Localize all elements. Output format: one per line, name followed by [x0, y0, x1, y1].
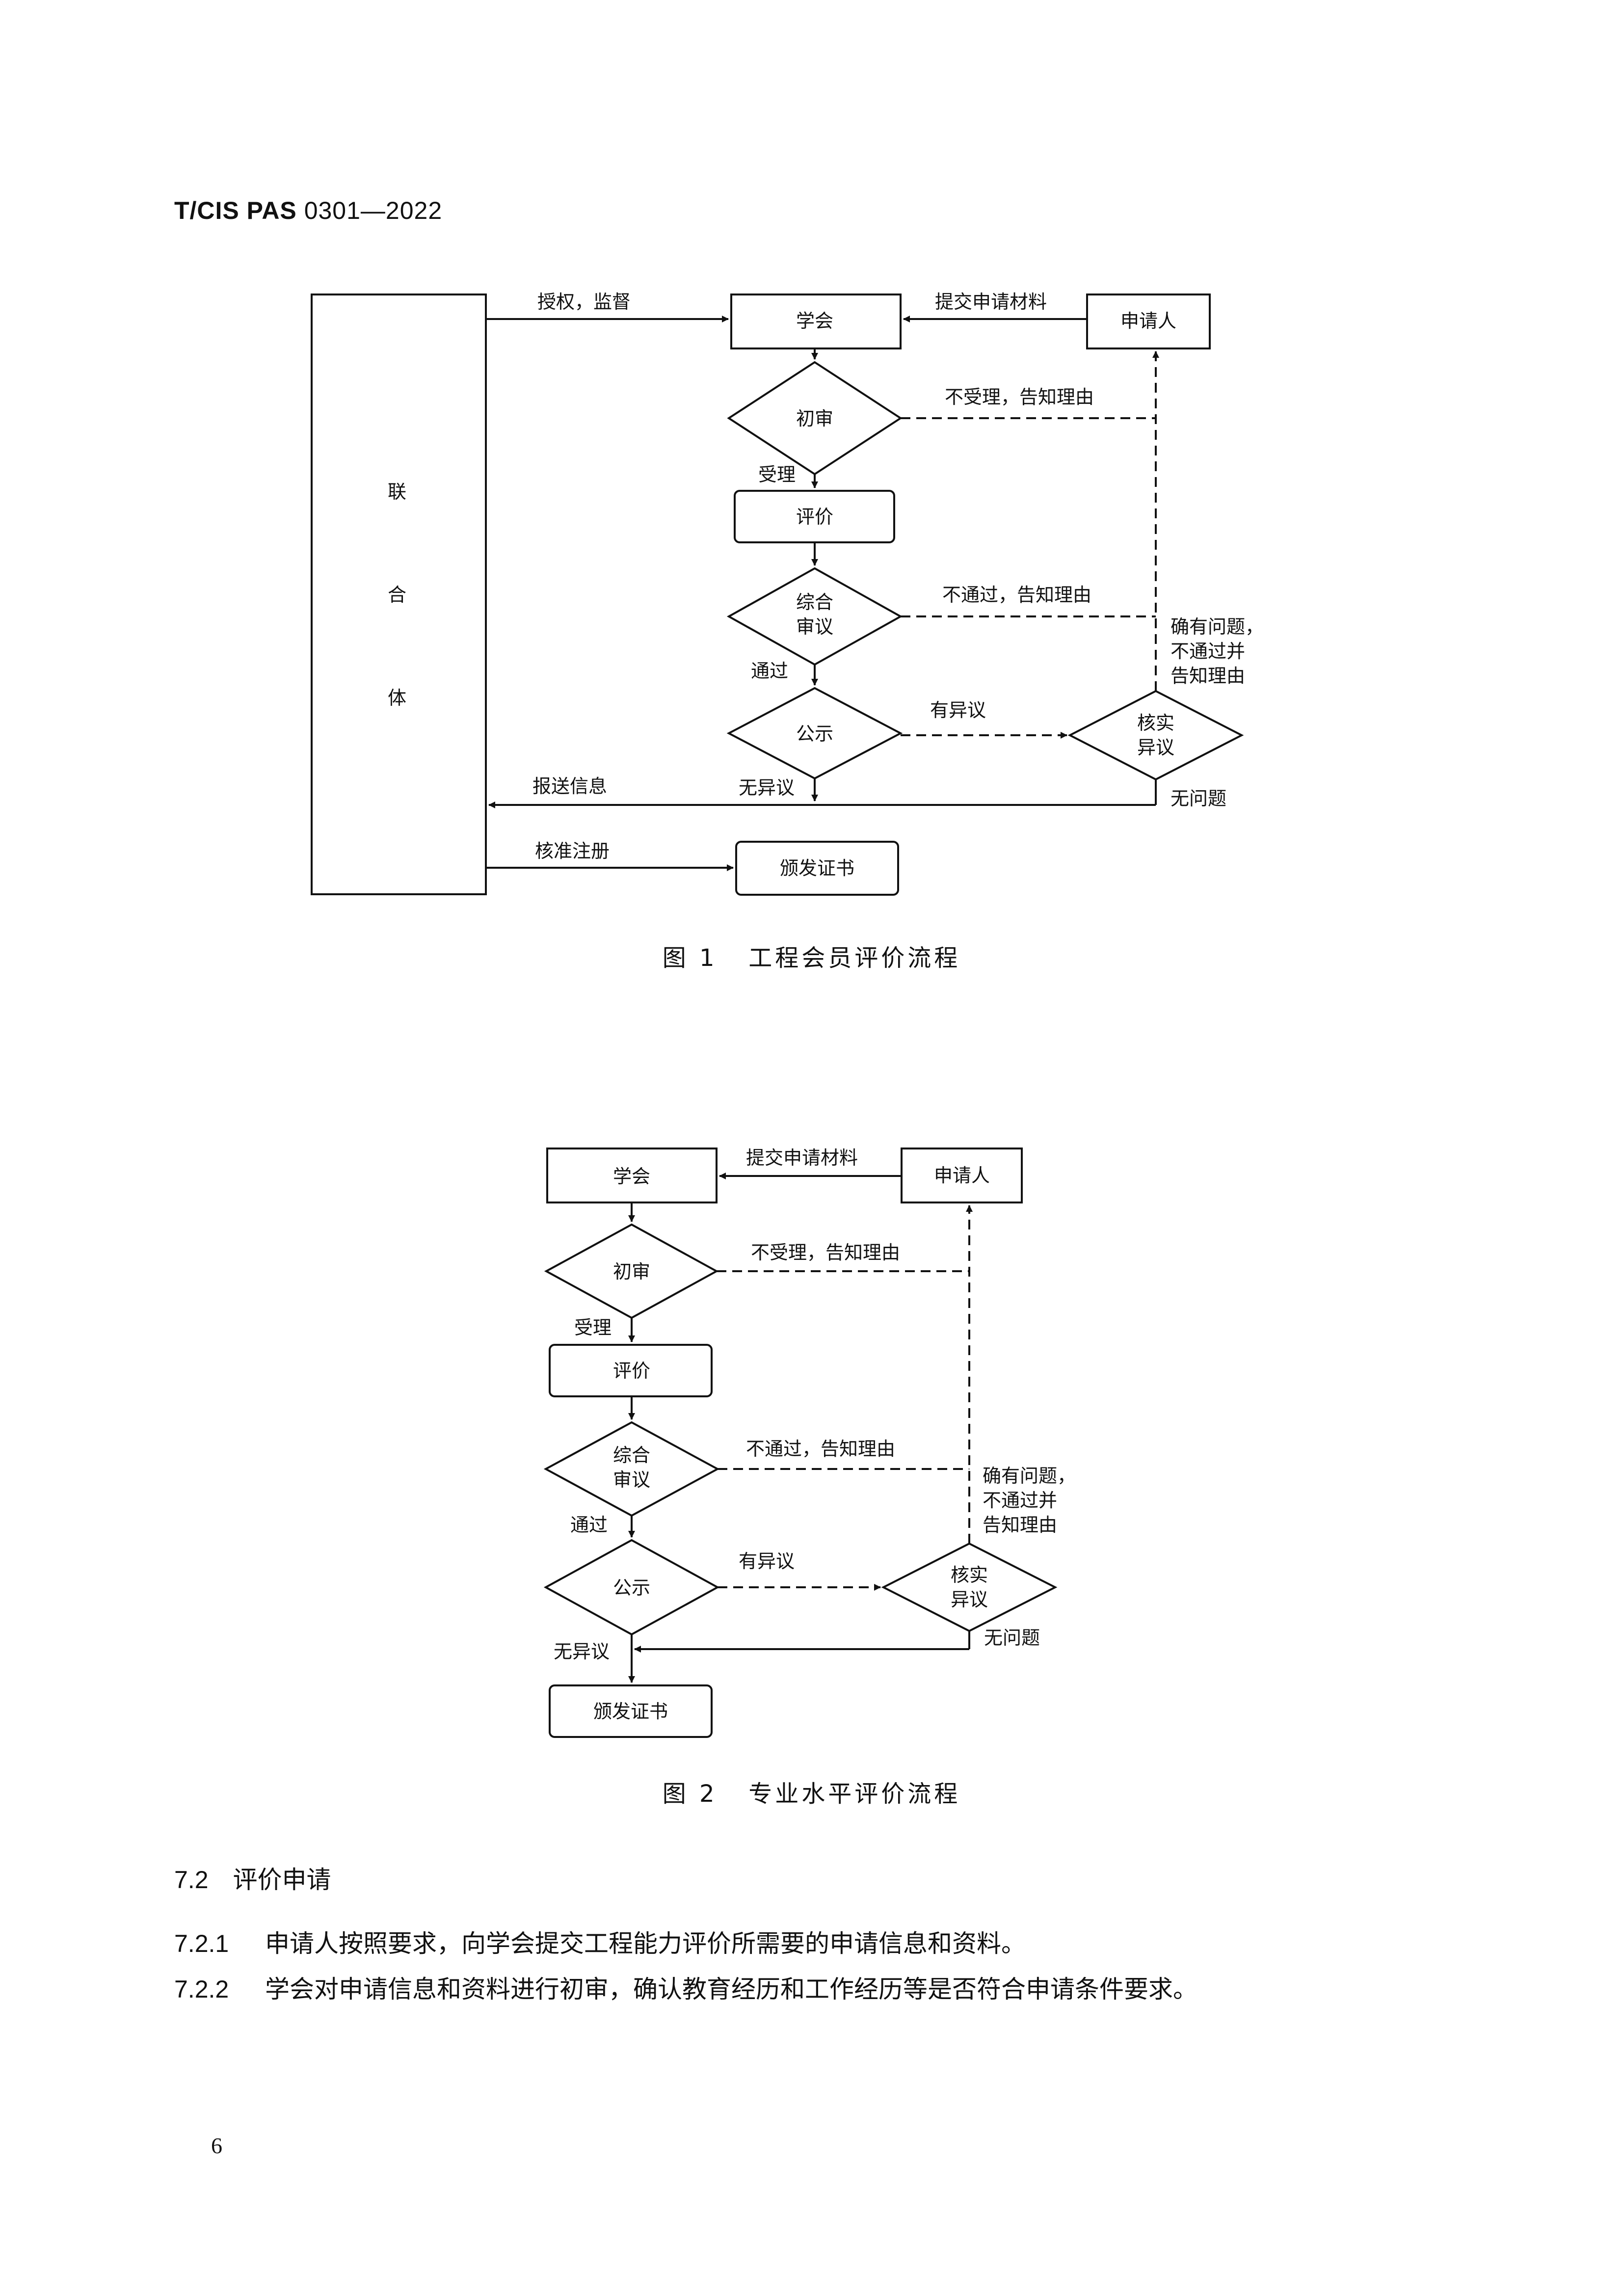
report-label: 报送信息	[532, 775, 607, 797]
alliance-char-1: 联	[388, 481, 406, 503]
no-problem-label: 无问题	[1171, 788, 1226, 809]
figure-2-flowchart: 学会 申请人 提交申请材料 初审 不受理，告知理由 受理 评价 综合 审议 不通…	[543, 1147, 1076, 1738]
no-objection-label: 无异议	[739, 777, 795, 799]
accept-label-2: 受理	[574, 1317, 612, 1338]
section-heading: 7.2 评价申请	[174, 1860, 331, 1896]
problem-label-1: 确有问题，	[1171, 616, 1264, 638]
applicant-label: 申请人	[1120, 310, 1176, 332]
society-label: 学会	[796, 310, 833, 332]
evaluate-label-2: 评价	[613, 1360, 650, 1382]
alliance-char-3: 体	[388, 687, 406, 709]
objection-label: 有异议	[930, 699, 986, 721]
submit-label: 提交申请材料	[935, 291, 1047, 313]
fail-label-2: 不通过，告知理由	[746, 1438, 895, 1460]
verify-label-2: 异议	[1137, 737, 1174, 758]
page-number: 6	[211, 2133, 222, 2158]
approve-label: 核准注册	[535, 840, 610, 862]
pass-label-2: 通过	[570, 1514, 608, 1536]
clause-text: 学会对申请信息和资料进行初审，确认教育经历和工作经历等是否符合申请条件要求。	[265, 1975, 1197, 2003]
reject-label-2: 不受理，告知理由	[751, 1242, 900, 1263]
clause-number: 7.2.2	[174, 1976, 229, 2003]
verify-label-1: 核实	[1137, 712, 1174, 734]
clause-number: 7.2.1	[174, 1930, 229, 1957]
figure-1-flowchart: 联 合 体 学会 申请人 提交申请材料 授权，监督 初审 不受理，告知理由 受理…	[311, 291, 1264, 896]
figure-1-caption: 图 1 工程会员评价流程	[0, 938, 1623, 973]
no-objection-label-2: 无异议	[554, 1641, 610, 1662]
applicant-box	[1086, 294, 1211, 349]
verify-objection-diamond-2	[881, 1542, 1058, 1632]
no-problem-label-2: 无问题	[984, 1627, 1040, 1649]
problem-label-2: 不通过并	[1171, 641, 1245, 662]
figure-1-title: 工程会员评价流程	[748, 944, 961, 972]
standard-id: T/CIS PAS 0301—2022	[174, 196, 442, 225]
society-label-2: 学会	[613, 1166, 650, 1187]
initial-review-label-2: 初审	[613, 1261, 650, 1282]
evaluate-label: 评价	[796, 506, 833, 528]
section-number: 7.2	[174, 1866, 209, 1894]
alliance-box	[311, 294, 487, 895]
authorize-label: 授权，监督	[537, 291, 631, 313]
verify-label-2-2: 异议	[951, 1589, 988, 1610]
problem-label-2-2: 不通过并	[983, 1490, 1057, 1511]
submit-label-2: 提交申请材料	[746, 1147, 858, 1169]
standard-id-number: 0301—2022	[304, 197, 443, 224]
figure-2-caption: 图 2 专业水平评价流程	[0, 1774, 1623, 1809]
clause-7-2-2: 7.2.2 学会对申请信息和资料进行初审，确认教育经历和工作经历等是否符合申请条件…	[174, 1970, 1197, 2005]
standard-id-prefix: T/CIS PAS	[174, 197, 297, 224]
accept-label: 受理	[758, 464, 796, 485]
verify-label-1-2: 核实	[951, 1564, 988, 1586]
pass-label: 通过	[751, 660, 788, 682]
figure-2-title: 专业水平评价流程	[748, 1780, 961, 1808]
section-title: 评价申请	[233, 1866, 331, 1894]
alliance-char-2: 合	[388, 584, 406, 606]
problem-label-1-2: 确有问题，	[983, 1465, 1076, 1487]
clause-text: 申请人按照要求，向学会提交工程能力评价所需要的申请信息和资料。	[265, 1929, 1026, 1958]
problem-label-3-2: 告知理由	[983, 1514, 1057, 1536]
comprehensive-label-2: 审议	[796, 616, 833, 638]
comprehensive-label-1: 综合	[796, 591, 833, 613]
society-box	[730, 294, 902, 349]
certificate-box	[735, 841, 899, 896]
objection-label-2: 有异议	[739, 1550, 795, 1572]
figure-1-number: 图 1	[662, 944, 718, 972]
applicant-label-2: 申请人	[934, 1165, 990, 1186]
comprehensive-label-2-2: 审议	[613, 1469, 650, 1491]
verify-objection-diamond	[1067, 690, 1244, 781]
certificate-label-2: 颁发证书	[593, 1701, 668, 1722]
publicity-label-2: 公示	[613, 1577, 650, 1599]
clause-7-2-1: 7.2.1 申请人按照要求，向学会提交工程能力评价所需要的申请信息和资料。	[174, 1924, 1026, 1959]
publicity-label: 公示	[796, 723, 833, 745]
fail-label: 不通过，告知理由	[942, 584, 1091, 606]
certificate-box-2	[549, 1684, 713, 1738]
comprehensive-label-1-2: 综合	[613, 1444, 650, 1466]
reject-label: 不受理，告知理由	[945, 386, 1094, 408]
figure-2-number: 图 2	[662, 1780, 718, 1808]
initial-review-label: 初审	[796, 408, 833, 429]
certificate-label: 颁发证书	[780, 857, 854, 879]
problem-label-3: 告知理由	[1171, 665, 1245, 687]
